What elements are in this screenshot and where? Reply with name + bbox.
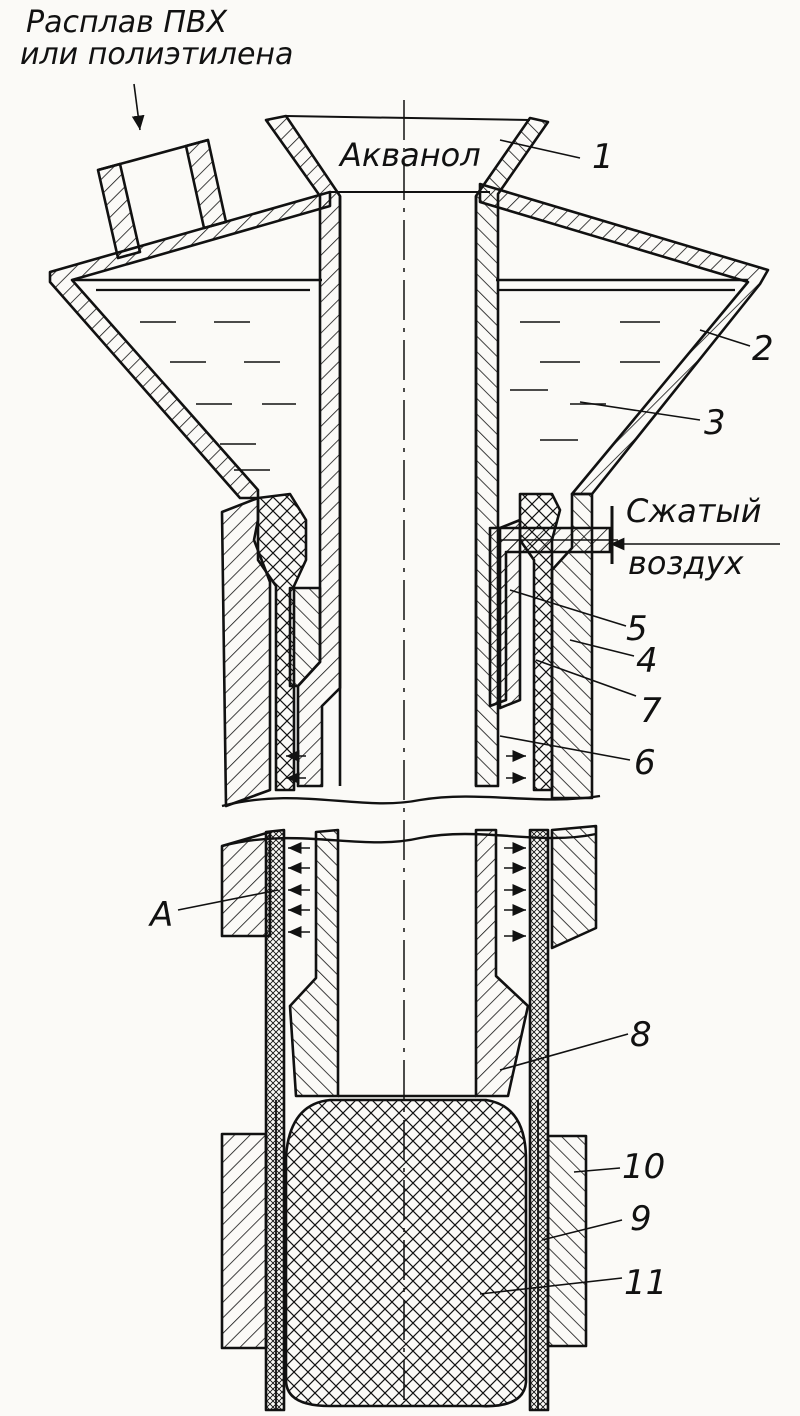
label-3: 3 xyxy=(704,403,726,443)
break-line xyxy=(222,796,600,806)
label-4: 4 xyxy=(636,641,658,681)
label-11: 11 xyxy=(624,1263,667,1303)
center-label: Акванол xyxy=(338,136,481,174)
label-2: 2 xyxy=(752,329,774,369)
label-7: 7 xyxy=(640,691,662,731)
label-1: 1 xyxy=(592,137,614,177)
inlet-label-line1: Расплав ПВХ xyxy=(26,5,228,40)
hopper-body xyxy=(50,184,768,498)
air-label-line1: Сжатый xyxy=(626,492,761,530)
label-6: 6 xyxy=(634,743,656,783)
inlet-label-line2: или полиэтилена xyxy=(20,37,293,72)
cone-plug xyxy=(290,830,528,1096)
label-8: 8 xyxy=(630,1015,652,1055)
label-9: 9 xyxy=(630,1199,652,1239)
air-label-line2: воздух xyxy=(628,544,745,582)
label-10: 10 xyxy=(622,1147,665,1187)
core-plug xyxy=(286,1100,526,1406)
label-a: A xyxy=(148,895,173,935)
